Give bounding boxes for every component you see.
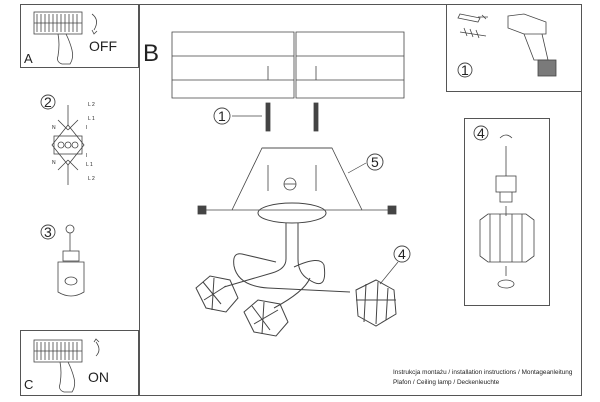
panel-a-switch-off	[20, 4, 139, 68]
wire-label-n-bottom: N	[52, 160, 56, 166]
step-number-tools: 1	[461, 62, 469, 78]
panel-c-letter: C	[24, 377, 34, 392]
wire-shade-right	[355, 279, 397, 327]
ceiling-panel-drawing	[171, 31, 405, 99]
step-number-bulb: 4	[477, 125, 485, 141]
wire-label-l1-bottom: L 1	[86, 162, 93, 168]
footer-caption: Instrukcja montażu / installation instru…	[393, 368, 572, 387]
footer-line-1: Instrukcja montażu / installation instru…	[393, 369, 573, 376]
switchboard-a-drawing	[33, 11, 98, 65]
wire-shade-left	[195, 275, 239, 313]
wire-label-l2-bottom: L 2	[88, 176, 95, 182]
callout-number-shade: 4	[398, 246, 406, 262]
callout-leaders	[232, 115, 399, 285]
lamp-body-drawing	[223, 202, 351, 309]
panel-a-off-label: OFF	[89, 38, 117, 54]
panel-a-letter: A	[24, 51, 33, 66]
wire-label-l2-top: L 2	[88, 102, 95, 108]
callout-number-canopy: 5	[371, 154, 379, 170]
drill-and-dowel-drawing	[457, 13, 557, 77]
panel-bulb-replacement	[464, 118, 550, 306]
wire-label-i-bottom: I	[86, 153, 88, 159]
bulb-socket-drawing	[479, 134, 535, 289]
panel-tools	[446, 4, 582, 92]
panel-c-on-label: ON	[88, 369, 109, 385]
wire-shade-center	[243, 299, 289, 337]
panel-c-switch-on	[20, 330, 139, 396]
callout-circles	[40, 62, 489, 263]
canopy-bracket-drawing	[197, 147, 397, 215]
callout-number-screws: 1	[218, 108, 226, 124]
wire-label-i-top: I	[86, 125, 88, 131]
step-number-3: 3	[44, 224, 52, 240]
footer-line-2: Plafon / Ceiling lamp / Deckenleuchte	[393, 378, 500, 386]
mounting-screws	[265, 66, 319, 132]
wire-label-l1-top: L 1	[88, 116, 95, 122]
panel-b-letter: B	[143, 40, 160, 67]
wire-label-n-top: N	[52, 125, 56, 131]
switchboard-c-drawing	[33, 338, 100, 393]
terminal-clip-drawing	[57, 224, 85, 297]
step-number-2: 2	[44, 94, 52, 110]
connector-block-drawing	[51, 105, 85, 185]
